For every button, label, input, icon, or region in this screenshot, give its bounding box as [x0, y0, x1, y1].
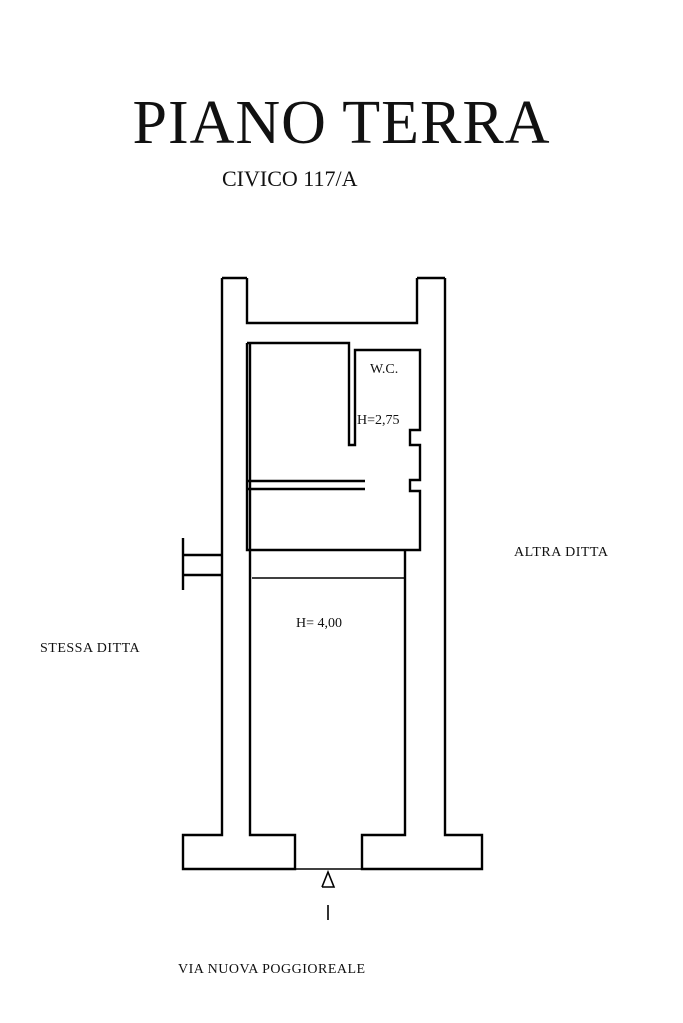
- main-room-height: H= 4,00: [296, 616, 342, 631]
- page-title: PIANO TERRA: [132, 89, 551, 157]
- left-wall: [181, 276, 419, 871]
- side-stub-wall: [181, 538, 222, 590]
- entrance-arrow-icon: [295, 868, 362, 920]
- wc-height: H=2,75: [357, 413, 400, 428]
- right-wall: [360, 276, 484, 871]
- neighbor-left-label: STESSA DITTA: [40, 641, 141, 656]
- wc-label: W.C.: [370, 362, 398, 377]
- neighbor-right-label: ALTRA DITTA: [514, 545, 609, 560]
- inner-rooms: [245, 341, 422, 579]
- civic-number: CIVICO 117/A: [222, 166, 358, 191]
- street-label: VIA NUOVA POGGIOREALE: [178, 962, 366, 977]
